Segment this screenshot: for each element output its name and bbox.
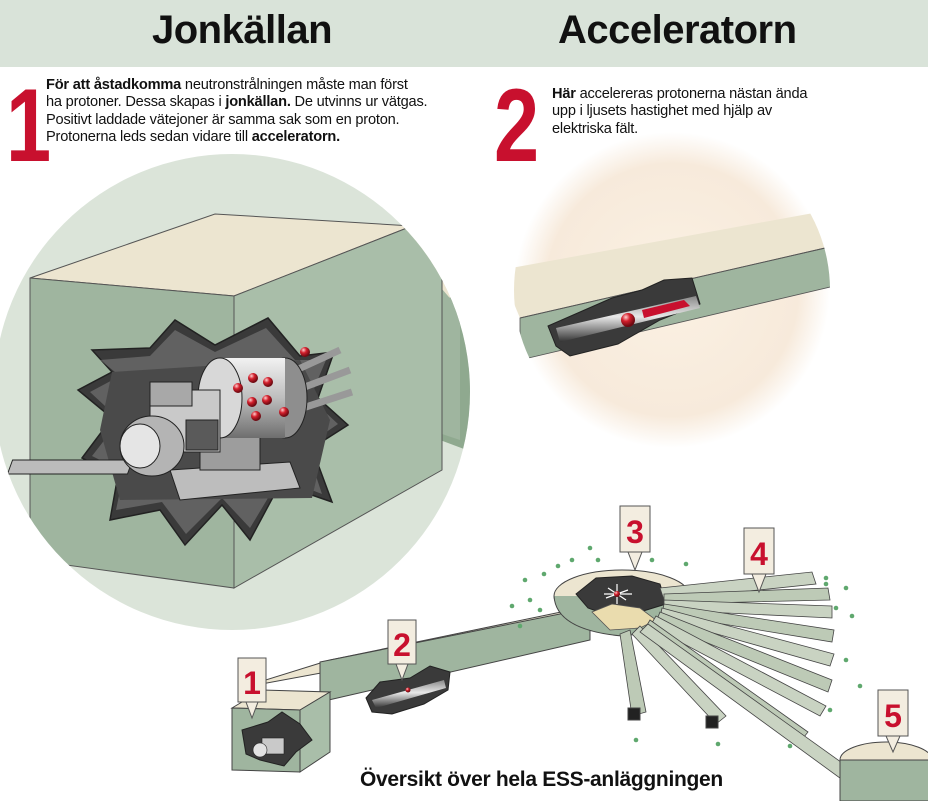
- marker-3-label: 3: [626, 514, 644, 550]
- marker-5-label: 5: [884, 698, 902, 734]
- step1-line: ha protoner. Dessa skapas i jonkällan. D…: [46, 94, 476, 111]
- step-2-number: 2: [494, 68, 539, 184]
- step1-text-run: acceleratorn.: [251, 129, 341, 146]
- marker-4-label: 4: [750, 536, 768, 572]
- marker-2-label: 2: [393, 627, 411, 663]
- header-band: [0, 0, 928, 67]
- title-jonkallan: Jonkällan: [152, 8, 333, 52]
- step2-line: Här accelereras protonerna nästan ända: [552, 86, 852, 103]
- step1-text-run: neutronstrålningen måste man först: [181, 77, 408, 93]
- step1-line: Positivt laddade vätejoner är samma sak …: [46, 112, 476, 129]
- marker-1: 1: [237, 657, 267, 720]
- step2-text-run: accelereras protonerna nästan ända: [575, 86, 808, 102]
- marker-4: 4: [743, 527, 775, 594]
- step2-line: elektriska fält.: [552, 121, 852, 138]
- step1-text-run: Positivt laddade vätejoner är samma sak …: [46, 111, 400, 128]
- step2-line: upp i ljusets hastighet med hjälp av: [552, 103, 852, 120]
- overview-caption: Översikt över hela ESS-anläggningen: [360, 768, 723, 791]
- title-acceleratorn: Acceleratorn: [558, 8, 797, 52]
- marker-5: 5: [877, 689, 909, 754]
- step2-text-run: upp i ljusets hastighet med hjälp av: [552, 103, 772, 120]
- step1-text-run: ha protoner. Dessa skapas i: [46, 94, 226, 111]
- step1-line: Protonerna leds sedan vidare till accele…: [46, 129, 476, 146]
- step1-text-run: jonkällan.: [225, 94, 291, 111]
- ion-source-closeup: [0, 154, 470, 630]
- ess-overview: 1 2 3 4 5: [230, 505, 928, 801]
- step-1-number: 1: [6, 68, 51, 184]
- step-1-description: För att åstadkomma neutronstrålningen må…: [46, 77, 476, 147]
- step1-line: För att åstadkomma neutronstrålningen må…: [46, 77, 476, 94]
- marker-2: 2: [387, 619, 417, 682]
- accelerator-closeup: [514, 132, 830, 448]
- step2-text-run: Här: [552, 86, 576, 102]
- step1-text-run: För att åstadkomma: [46, 77, 182, 93]
- marker-3: 3: [619, 505, 651, 572]
- step2-text-run: elektriska fält.: [552, 120, 639, 137]
- step1-text-run: Protonerna leds sedan vidare till: [46, 129, 252, 146]
- step1-text-run: De utvinns ur vätgas.: [290, 94, 428, 111]
- marker-1-label: 1: [243, 665, 261, 701]
